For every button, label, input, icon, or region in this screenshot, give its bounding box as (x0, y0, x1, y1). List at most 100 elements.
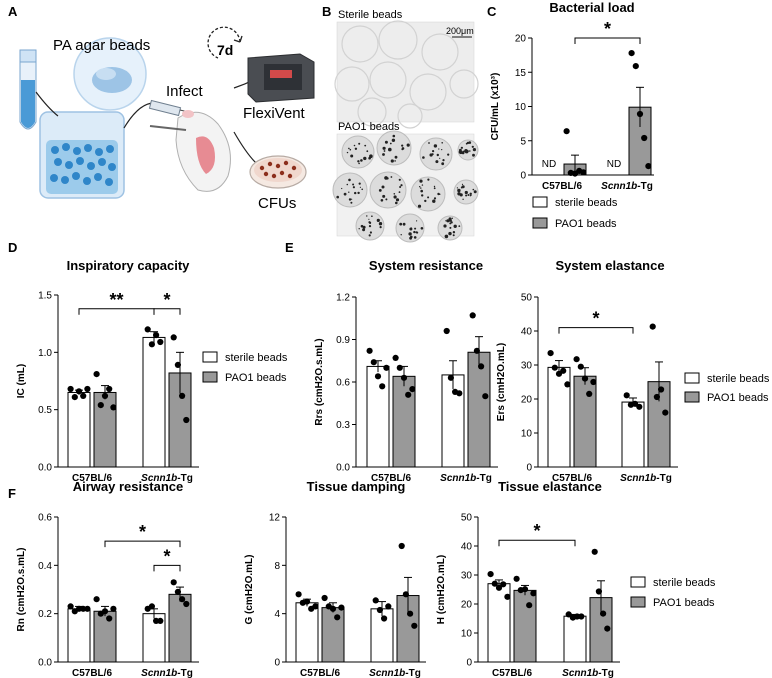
bar (573, 375, 597, 468)
y-tick-label: 50 (521, 293, 533, 304)
legend-swatch-sterile (630, 576, 646, 588)
data-point (551, 364, 558, 371)
bar (67, 608, 91, 663)
bacteria-dot (360, 224, 364, 228)
y-tick-label: 0.3 (336, 420, 350, 431)
bacteria-dot (431, 153, 434, 156)
bacteria-dot (448, 217, 452, 221)
bacteria-dot (433, 197, 437, 200)
y-tick-label: 4 (274, 609, 280, 620)
bacteria-dot (458, 225, 461, 228)
bacteria-dot (376, 218, 380, 222)
bacteria-dot (391, 138, 396, 142)
data-point (591, 548, 598, 555)
data-point (329, 605, 337, 612)
bacteria-dot (472, 148, 476, 152)
bacteria-dot (421, 194, 424, 197)
bacteria-dot (400, 184, 403, 187)
x-tick-label: Scnn1b-Tg (141, 473, 193, 484)
bacteria-dot (393, 193, 396, 195)
chart-title: System elastance (555, 258, 664, 273)
bacteria-dot (358, 162, 360, 165)
bacteria-dot (439, 193, 441, 195)
bacteria-dot (384, 140, 388, 144)
bar (467, 351, 491, 468)
sterile-beads-label: Sterile beads (338, 9, 403, 21)
bacteria-dot (383, 150, 386, 152)
bacteria-dot (368, 225, 372, 228)
data-point (469, 312, 476, 319)
bacteria-dot (422, 156, 425, 159)
bacteria-dot (394, 160, 396, 162)
bacteria-dot (457, 192, 461, 196)
y-tick-label: 0 (466, 658, 472, 669)
bar (295, 602, 319, 663)
data-point (183, 600, 190, 608)
bead (419, 137, 453, 171)
bacteria-dot (348, 191, 350, 193)
y-tick-label: 30 (461, 571, 473, 582)
bacteria-dot (466, 141, 470, 145)
bacteria-dot (419, 186, 421, 188)
flexivent-label: FlexiVent (243, 105, 306, 122)
bacteria-dot (428, 142, 430, 144)
bacteria-dot (393, 195, 397, 199)
bacteria-dot (379, 226, 382, 229)
data-point (563, 128, 570, 135)
data-point (157, 338, 164, 346)
bacteria-dot (436, 153, 439, 157)
bacteria-dot (467, 194, 470, 196)
y-tick-label: 20 (521, 395, 533, 406)
y-axis-label: G (cmH2O.mL) (244, 554, 255, 624)
bacteria-dot (395, 198, 400, 202)
bacteria-dot (399, 186, 402, 188)
data-point (595, 588, 603, 595)
bead (341, 135, 375, 169)
data-point (560, 367, 567, 374)
bacteria-dot (421, 184, 424, 186)
y-tick-label: 30 (521, 361, 533, 372)
bacteria-dot (402, 222, 406, 226)
y-tick-label: 0.0 (38, 463, 52, 474)
y-tick-label: 0.6 (38, 513, 52, 524)
bacteria-dot (382, 153, 385, 156)
bacteria-dot (469, 150, 471, 152)
legend-label-pao1: PAO1 beads (555, 218, 617, 230)
bacteria-dot (358, 182, 361, 185)
bacteria-dot (353, 144, 356, 147)
chart-title: Airway resistance (73, 479, 184, 494)
panel-letter-e: E (285, 240, 294, 255)
bacteria-dot (433, 185, 436, 188)
data-point (101, 392, 109, 399)
data-point (402, 591, 409, 598)
bacteria-dot (395, 201, 398, 205)
bacteria-dot (472, 188, 475, 191)
bacteria-dot (449, 222, 452, 225)
bacteria-dot (366, 215, 368, 217)
bacteria-dot (469, 195, 472, 197)
data-point (641, 134, 648, 142)
bar (67, 391, 91, 468)
y-tick-label: 1.0 (38, 348, 52, 359)
scale-bar-label: 200μm (446, 26, 474, 36)
bacteria-dot (368, 234, 371, 237)
bacteria-dot (433, 144, 438, 148)
x-tick-label: Scnn1b-Tg (440, 473, 492, 484)
data-point (174, 588, 181, 596)
panel-letter-d: D (8, 240, 17, 255)
bacteria-dot (359, 186, 361, 188)
data-point (392, 354, 399, 361)
significance-bracket (574, 37, 641, 44)
data-point (385, 603, 392, 610)
bar (563, 615, 587, 663)
bacteria-dot (453, 224, 457, 228)
data-point (590, 378, 597, 386)
bacteria-dot (348, 198, 352, 201)
y-tick-label: 20 (461, 600, 473, 611)
data-point (473, 347, 480, 354)
data-point (577, 363, 584, 370)
bacteria-dot (460, 146, 463, 149)
